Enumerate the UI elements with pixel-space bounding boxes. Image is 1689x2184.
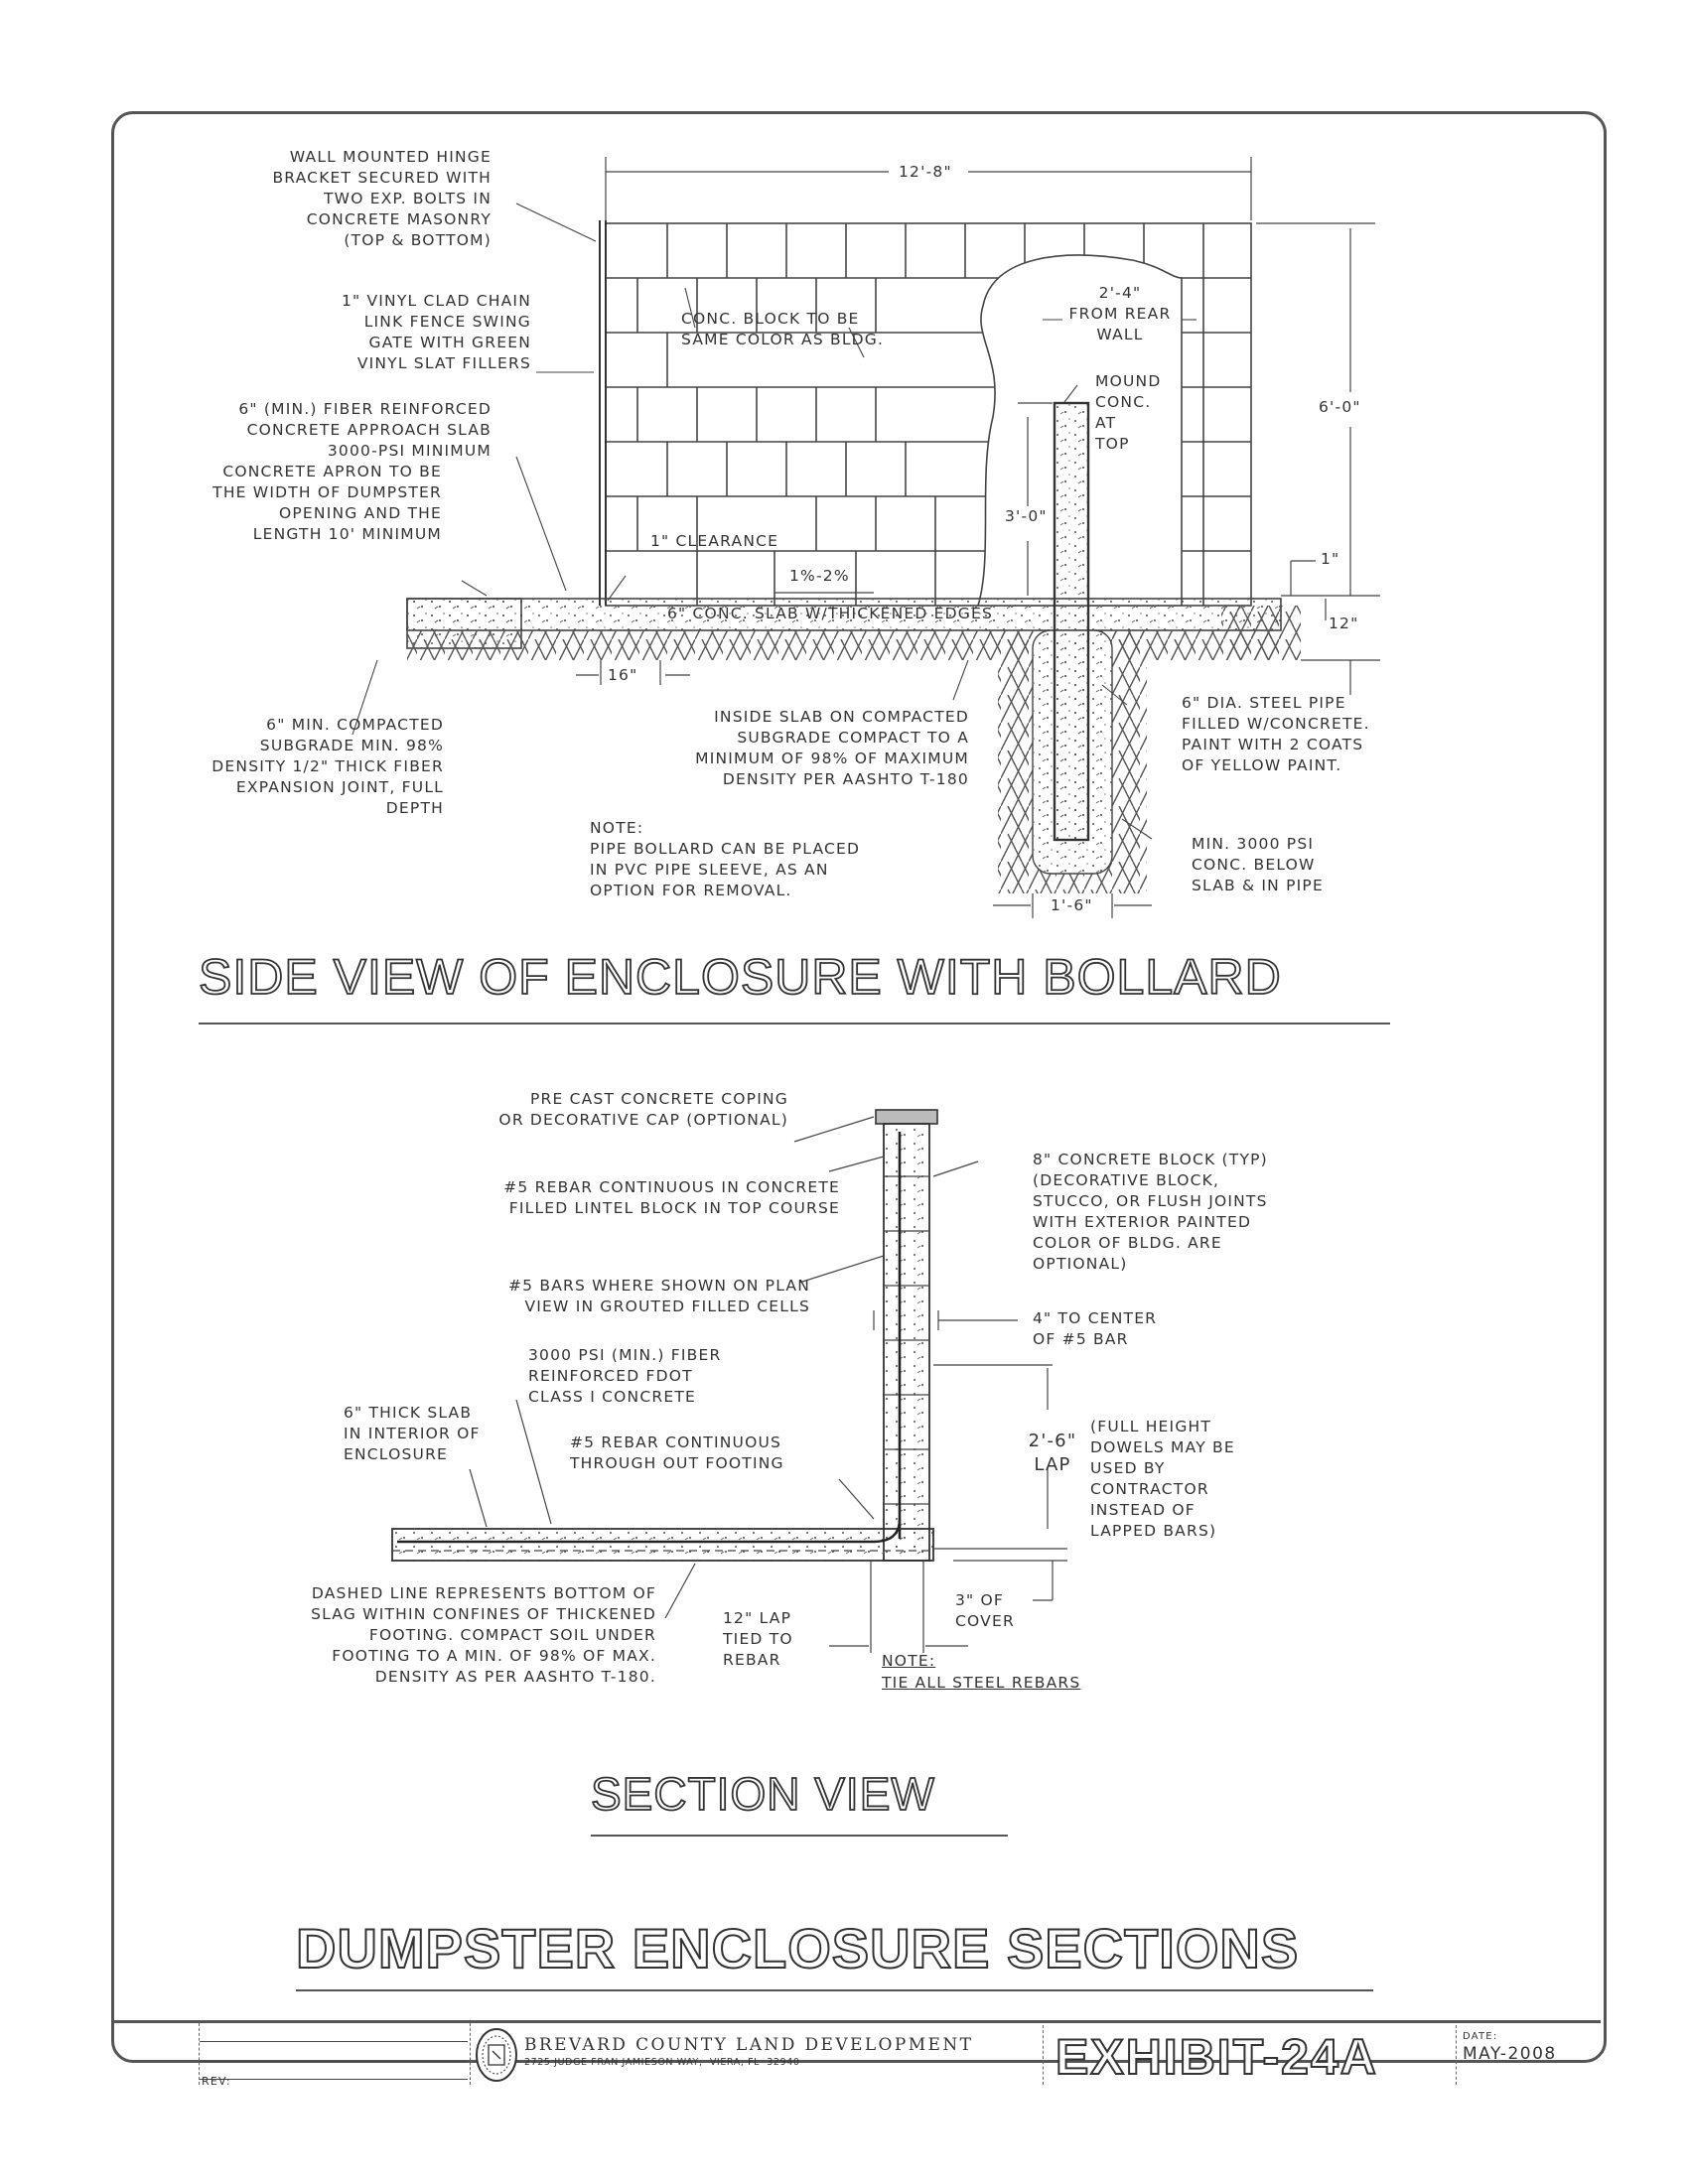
side-view-title-underline: [199, 1023, 1390, 1024]
drawing-sheet-border: [111, 111, 1607, 2063]
label-note-title: NOTE:: [882, 1652, 936, 1670]
dim-footing-width: 1'-6": [1051, 896, 1093, 914]
label-bars-plan: #5 BARS WHERE SHOWN ON PLAN VIEW IN GROU…: [507, 1277, 810, 1315]
dim-twelve-inch: 12": [1329, 614, 1359, 632]
label-steel-pipe: 6" DIA. STEEL PIPE FILLED W/CONCRETE. PA…: [1182, 694, 1370, 774]
section-view-title: SECTION VIEW: [590, 1767, 935, 1821]
label-cover: 3" OF COVER: [955, 1591, 1015, 1630]
gate-post: [599, 220, 607, 606]
sheet-title-underline: [296, 1989, 1373, 1991]
label-hinge-bracket: WALL MOUNTED HINGE BRACKET SECURED WITH …: [272, 148, 492, 249]
wall-courses: [884, 1175, 929, 1505]
label-block-color: CONC. BLOCK TO BE SAME COLOR AS BLDG.: [681, 310, 885, 348]
label-slab: 6" CONC. SLAB W/THICKENED EDGES: [667, 605, 994, 622]
label-rebar-lintel: #5 REBAR CONTINUOUS IN CONCRETE FILLED L…: [503, 1178, 840, 1217]
label-min-psi: MIN. 3000 PSI CONC. BELOW SLAB & IN PIPE: [1192, 835, 1324, 894]
label-lap-tied: 12" LAP TIED TO REBAR: [723, 1609, 793, 1669]
label-lap: 2'-6" LAP: [1028, 1431, 1077, 1475]
label-rebar-footing: #5 REBAR CONTINUOUS THROUGH OUT FOOTING: [570, 1433, 784, 1472]
organization-name: BREVARD COUNTY LAND DEVELOPMENT: [524, 2035, 974, 2055]
label-subgrade: 6" MIN. COMPACTED SUBGRADE MIN. 98% DENS…: [211, 716, 444, 817]
label-concrete-block: 8" CONCRETE BLOCK (TYP) (DECORATIVE BLOC…: [1033, 1151, 1268, 1273]
side-view-title: SIDE VIEW OF ENCLOSURE WITH BOLLARD: [198, 948, 1282, 1006]
label-thick-slab: 6" THICK SLAB IN INTERIOR OF ENCLOSURE: [344, 1404, 481, 1463]
dim-one-inch: 1": [1321, 550, 1340, 568]
label-fiber-concrete: 3000 PSI (MIN.) FIBER REINFORCED FDOT CL…: [528, 1346, 722, 1406]
label-note-text: TIE ALL STEEL REBARS: [882, 1674, 1081, 1692]
label-bollard-note: NOTE: PIPE BOLLARD CAN BE PLACED IN PVC …: [590, 819, 861, 899]
leader-lines: [352, 203, 1196, 840]
dim-height: 6'-0": [1319, 398, 1361, 416]
label-to-center: 4" TO CENTER OF #5 BAR: [1033, 1309, 1158, 1348]
date-divider: [1456, 2025, 1457, 2085]
label-slope: 1%-2%: [789, 567, 850, 585]
date-label: DATE:: [1463, 2031, 1498, 2042]
exhibit-divider: [1043, 2025, 1044, 2085]
label-clearance: 1" CLEARANCE: [650, 532, 779, 550]
rev-label: REV:: [202, 2075, 231, 2088]
dim-bollard-height: 3'-0": [1005, 507, 1048, 525]
label-approach-slab: 6" (MIN.) FIBER REINFORCED CONCRETE APPR…: [238, 400, 492, 460]
bollard-pipe: [1053, 401, 1090, 842]
dim-sixteen-inch: 16": [608, 666, 638, 684]
section-view-title-underline: [591, 1835, 1008, 1837]
label-dowels: (FULL HEIGHT DOWELS MAY BE USED BY CONTR…: [1090, 1418, 1235, 1540]
label-coping: PRE CAST CONCRETE COPING OR DECORATIVE C…: [498, 1090, 788, 1129]
organization-address: 2725 JUDGE FRAN JAMIESON WAY, VIERA, FL …: [524, 2057, 800, 2068]
horizontal-rebar: [397, 1518, 902, 1544]
exhibit-number: EXHIBIT-24A: [1055, 2028, 1378, 2086]
label-inside-slab: INSIDE SLAB ON COMPACTED SUBGRADE COMPAC…: [695, 708, 969, 788]
section-slab: [391, 1528, 934, 1562]
dimension-lines: [576, 157, 1380, 918]
section-dimensions: [469, 1116, 1067, 1653]
label-mound: MOUND CONC. AT TOP: [1095, 372, 1162, 453]
dim-width: 12'-8": [899, 163, 952, 181]
thickened-edge-hatch: [1221, 606, 1301, 660]
date-value: MAY-2008: [1463, 2044, 1557, 2064]
title-block: [111, 2020, 1601, 2063]
label-from-rear-wall: 2'-4" FROM REAR WALL: [1068, 284, 1172, 343]
label-dashed-line: DASHED LINE REPRESENTS BOTTOM OF SLAG WI…: [311, 1584, 656, 1686]
sheet-title: DUMPSTER ENCLOSURE SECTIONS: [295, 1916, 1300, 1980]
label-apron: CONCRETE APRON TO BE THE WIDTH OF DUMPST…: [212, 463, 442, 543]
revision-box: REV:: [199, 2023, 471, 2088]
label-gate: 1" VINYL CLAD CHAIN LINK FENCE SWING GAT…: [341, 292, 531, 372]
